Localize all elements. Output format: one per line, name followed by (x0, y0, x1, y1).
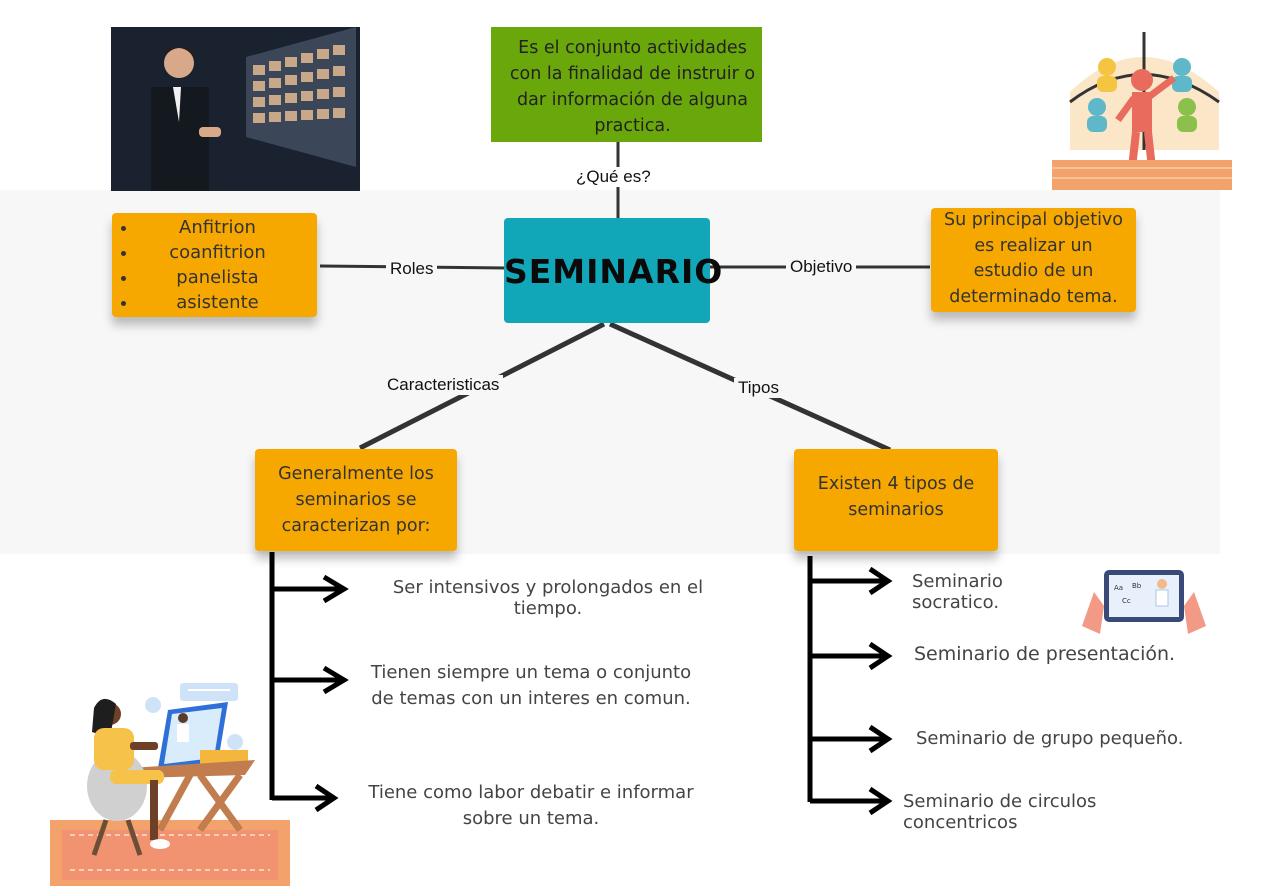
tipos-label: Tipos (734, 378, 783, 398)
characteristic-item: Tiene como labor debatir e informar sobr… (368, 782, 694, 829)
characteristic-item: Tienen siempre un tema o conjunto de tem… (370, 662, 692, 709)
tablet-lesson-illustration: Aa Bb Cc (1082, 566, 1206, 636)
type-item: Seminario de circulos concentricos (903, 791, 1097, 833)
svg-text:Aa: Aa (1114, 584, 1123, 592)
role-item: Anfitrion (138, 215, 317, 240)
objetivo-label: Objetivo (786, 257, 857, 277)
types-box: Existen 4 tipos de seminarios (794, 449, 998, 551)
student-computer-illustration (50, 680, 290, 886)
type-item: Seminario de presentación. (914, 643, 1176, 665)
caracteristicas-label: Caracteristicas (383, 375, 504, 395)
type-item: Seminario de grupo pequeño. (916, 728, 1184, 749)
que-es-label: ¿Qué es? (572, 167, 655, 187)
center-title: SEMINARIO (504, 252, 724, 291)
objective-box: Su principal objetivo es realizar un est… (931, 208, 1136, 312)
role-item: panelista (138, 265, 317, 290)
roles-box: Anfitrion coanfitrion panelista asistent… (112, 213, 317, 317)
role-item: coanfitrion (138, 240, 317, 265)
characteristics-box: Generalmente los seminarios se caracteri… (255, 449, 457, 551)
type-item: Seminario socratico. (912, 571, 1003, 613)
presenter-video-wall-image (111, 27, 360, 191)
center-node: SEMINARIO (504, 218, 724, 323)
roles-label: Roles (386, 259, 438, 279)
teacher-audience-illustration (1052, 32, 1232, 190)
objective-text: Su principal objetivo es realizar un est… (944, 210, 1123, 307)
characteristic-item: Ser intensivos y prolongados en el tiemp… (392, 577, 704, 619)
roles-list: Anfitrion coanfitrion panelista asistent… (112, 215, 317, 315)
definition-box: Es el conjunto actividades con la finali… (491, 27, 762, 142)
characteristics-box-text: Generalmente los seminarios se caracteri… (278, 464, 434, 536)
role-item: asistente (138, 290, 317, 315)
types-box-text: Existen 4 tipos de seminarios (817, 474, 975, 520)
svg-text:Bb: Bb (1132, 582, 1142, 590)
definition-text: Es el conjunto actividades con la finali… (509, 38, 756, 136)
svg-text:Cc: Cc (1122, 597, 1131, 605)
